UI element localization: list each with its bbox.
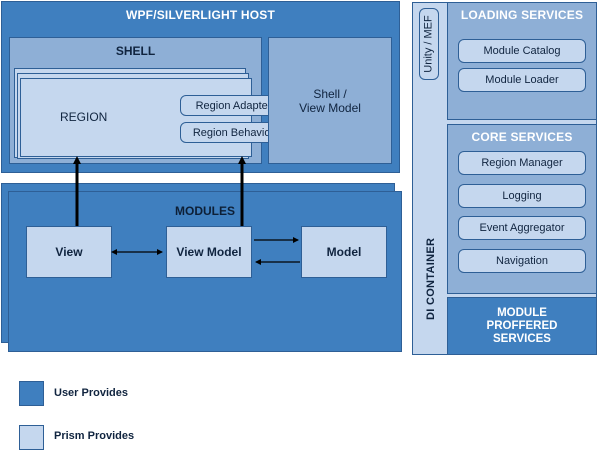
view-label: View xyxy=(55,245,83,259)
shell-view-model-label: Shell / View Model xyxy=(299,86,361,115)
shell-view-model-panel: Shell / View Model xyxy=(268,37,392,164)
event-aggregator-item: Event Aggregator xyxy=(458,216,586,240)
region-card xyxy=(20,78,252,157)
legend-prism-label: Prism Provides xyxy=(54,430,135,442)
module-catalog-item: Module Catalog xyxy=(458,39,586,63)
legend-user-label: User Provides xyxy=(54,387,128,399)
legend-user-swatch xyxy=(19,381,44,406)
region-manager-item: Region Manager xyxy=(458,151,586,175)
view-model-box: View Model xyxy=(166,226,252,278)
model-label: Model xyxy=(326,245,362,259)
host-title: WPF/SILVERLIGHT HOST xyxy=(125,8,276,22)
unity-mef-pill: Unity / MEF xyxy=(419,8,439,80)
model-box: Model xyxy=(301,226,387,278)
module-proffered-panel: MODULE PROFFERED SERVICES xyxy=(447,297,597,355)
modules-title: MODULES xyxy=(175,204,235,218)
view-model-label: View Model xyxy=(176,245,242,259)
region-behavior: Region Behavior xyxy=(180,122,287,143)
view-box: View xyxy=(26,226,112,278)
loading-services-title: LOADING SERVICES xyxy=(460,8,584,22)
region-label: REGION xyxy=(60,110,108,124)
module-loader-item: Module Loader xyxy=(458,68,586,92)
core-services-title: CORE SERVICES xyxy=(471,130,573,144)
legend-prism-swatch xyxy=(19,425,44,450)
shell-title: SHELL xyxy=(115,44,156,58)
module-proffered-title: MODULE PROFFERED SERVICES xyxy=(486,306,558,345)
navigation-item: Navigation xyxy=(458,249,586,273)
logging-item: Logging xyxy=(458,184,586,208)
